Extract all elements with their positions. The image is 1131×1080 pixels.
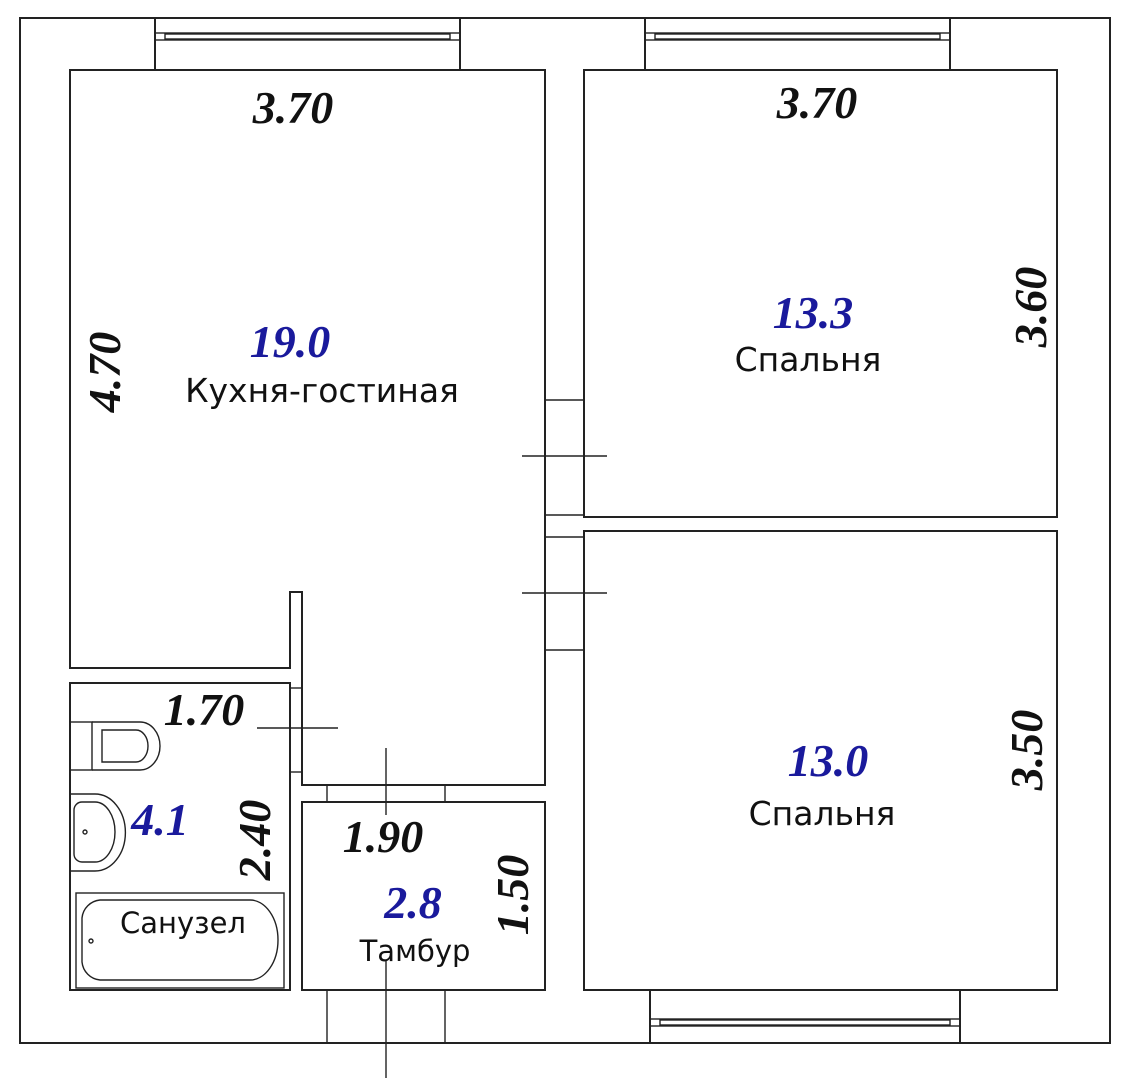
bathroom-length: 2.40 bbox=[229, 800, 280, 882]
kitchen-length: 4.70 bbox=[79, 332, 130, 414]
vestibule-width: 1.90 bbox=[343, 811, 424, 862]
bathroom-width: 1.70 bbox=[164, 684, 245, 735]
sink-icon bbox=[70, 793, 127, 872]
outer-wall bbox=[19, 17, 1111, 1044]
window-bedroom2 bbox=[649, 989, 961, 1044]
toilet-icon bbox=[69, 721, 161, 771]
window-kitchen bbox=[154, 17, 461, 71]
room-vestibule bbox=[301, 801, 546, 991]
room-bathroom bbox=[69, 682, 291, 991]
kitchen-label: Кухня-гостиная bbox=[185, 371, 459, 410]
vestibule-label: Тамбур bbox=[359, 934, 471, 968]
bedroom2-area: 13.0 bbox=[788, 735, 869, 786]
bathtub-icon bbox=[75, 892, 285, 989]
room-kitchen bbox=[69, 69, 546, 786]
bedroom2-label: Спальня bbox=[749, 794, 896, 833]
kitchen-area: 19.0 bbox=[250, 316, 331, 367]
vestibule-length: 1.50 bbox=[487, 855, 538, 936]
window-bedroom1 bbox=[644, 17, 951, 71]
room-bedroom2 bbox=[583, 530, 1058, 991]
bathroom-label: Санузел bbox=[120, 906, 246, 940]
bedroom1-width: 3.70 bbox=[776, 77, 858, 128]
bathroom-area: 4.1 bbox=[130, 794, 189, 845]
room-bedroom1 bbox=[583, 69, 1058, 518]
kitchen-width: 3.70 bbox=[252, 82, 334, 133]
bedroom1-length: 3.60 bbox=[1005, 267, 1056, 349]
bedroom1-area: 13.3 bbox=[773, 287, 854, 338]
doors bbox=[257, 399, 607, 1078]
vestibule-area: 2.8 bbox=[383, 877, 442, 928]
bedroom1-label: Спальня bbox=[735, 340, 882, 379]
bedroom2-length: 3.50 bbox=[1001, 710, 1052, 792]
